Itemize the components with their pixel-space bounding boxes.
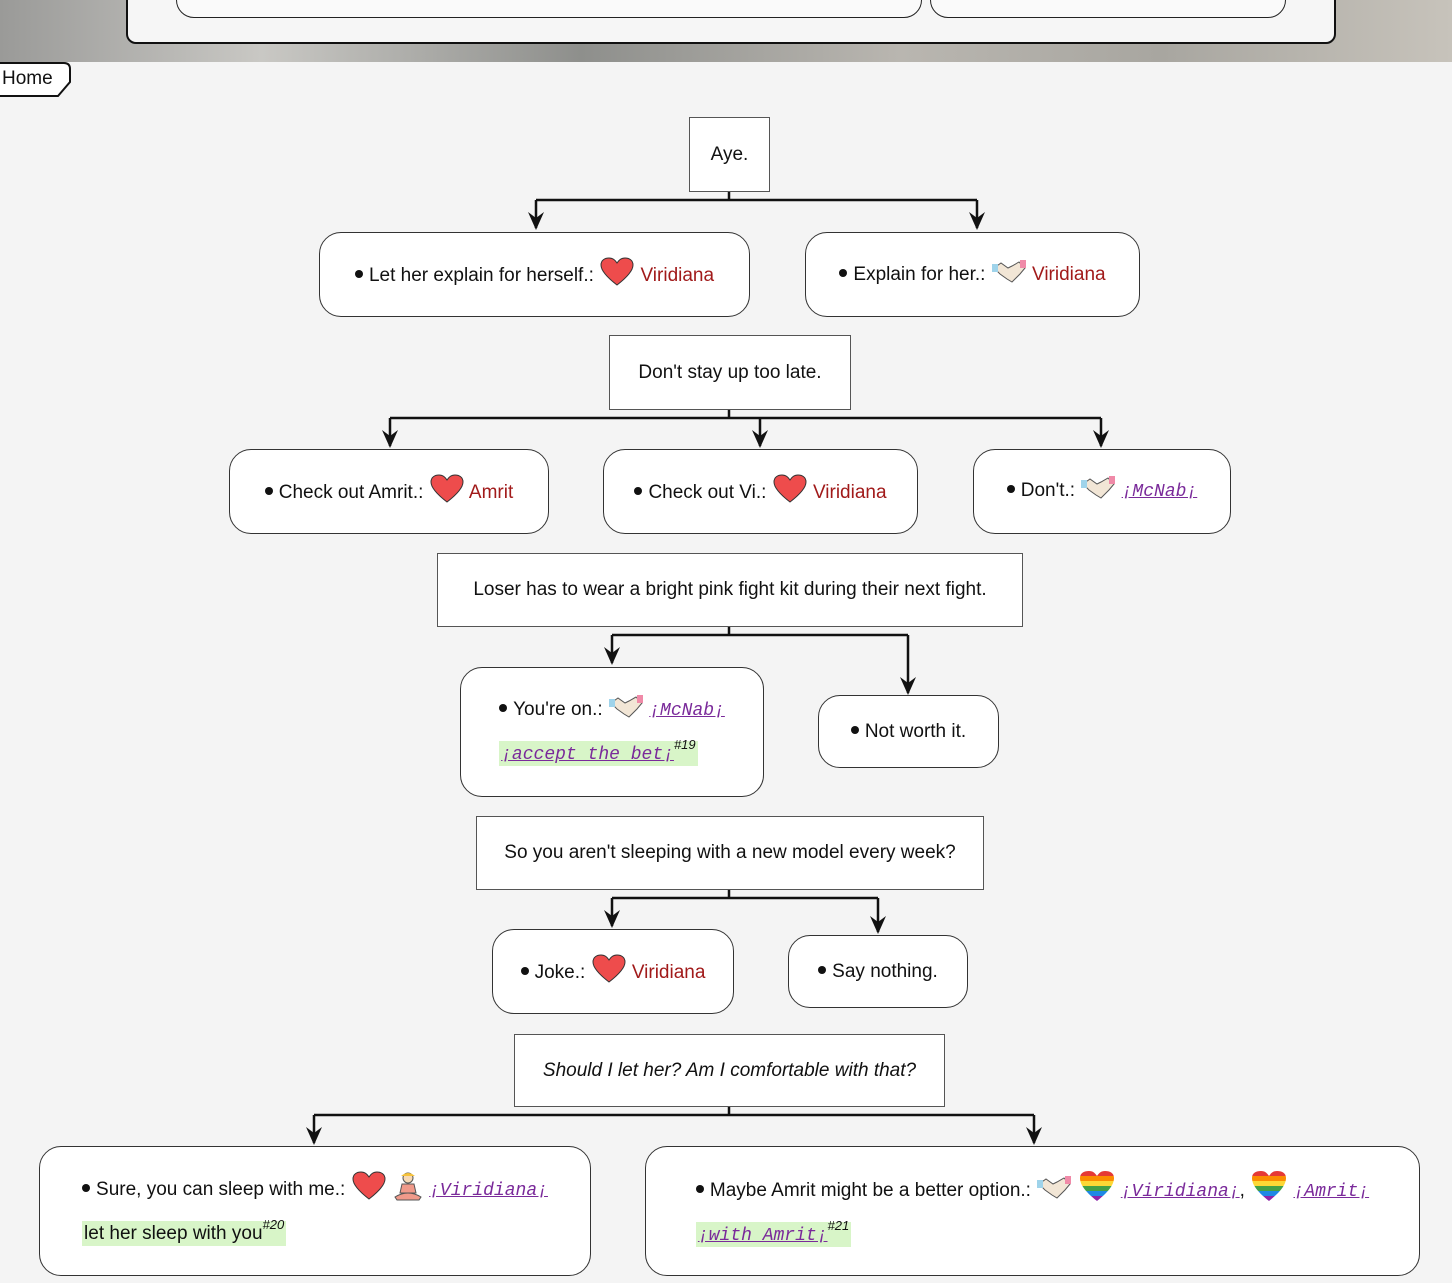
- dialogue-node-1: Aye.: [689, 117, 770, 192]
- dialogue-text: Should I let her? Am I comfortable with …: [542, 1059, 917, 1081]
- home-tab-shape: [0, 62, 71, 97]
- arrowhead: [1093, 430, 1109, 448]
- flag-tag: let her sleep with you#20: [82, 1217, 287, 1246]
- heart-icon: [430, 473, 464, 503]
- choice-text: Check out Amrit.:: [278, 481, 424, 503]
- meditating-person-icon: [394, 1172, 422, 1201]
- character-link[interactable]: ¡Amrit¡: [1293, 1181, 1370, 1202]
- character-name: Viridiana: [812, 481, 887, 503]
- choice-text: Sure, you can sleep with me.:: [96, 1179, 346, 1200]
- handshake-icon: [608, 694, 643, 718]
- footnote-ref: #20: [262, 1217, 285, 1232]
- arrowhead: [604, 647, 620, 665]
- dialogue-node-5: Should I let her? Am I comfortable with …: [514, 1034, 945, 1107]
- bullet: [695, 1184, 704, 1193]
- choice-option[interactable]: Sure, you can sleep with me.: ¡Viridiana…: [39, 1146, 591, 1276]
- heart-icon: [600, 256, 634, 286]
- choice-text: Maybe Amrit might be a better option.:: [709, 1179, 1031, 1201]
- handshake-icon: [991, 259, 1026, 283]
- choice-text: You're on.:: [513, 698, 603, 720]
- flag-tag: ¡with Amrit¡#21: [695, 1218, 852, 1247]
- rainbow-heart-icon: [1252, 1170, 1287, 1201]
- choice-option[interactable]: Joke.: Viridiana: [492, 929, 734, 1014]
- bullet: [634, 486, 643, 495]
- separator: ,: [1239, 1179, 1245, 1201]
- heart-icon: [592, 953, 626, 983]
- arrowhead: [528, 212, 544, 230]
- bullet: [839, 268, 848, 277]
- bullet: [818, 965, 827, 974]
- bullet: [520, 966, 529, 975]
- arrowhead: [306, 1127, 322, 1145]
- connector-5: [312, 1107, 1036, 1143]
- choice-text: Don't.:: [1020, 480, 1076, 501]
- choice-option[interactable]: Not worth it.: [818, 695, 999, 768]
- bullet: [850, 725, 859, 734]
- choice-text: Joke.:: [534, 961, 586, 983]
- choice-text: Not worth it.: [864, 720, 967, 742]
- character-link[interactable]: ¡Viridiana¡: [429, 1181, 548, 1201]
- arrowhead: [870, 916, 886, 934]
- home-tab-label: Home: [2, 68, 53, 89]
- flag-text: let her sleep with you: [84, 1223, 263, 1244]
- character-name: Viridiana: [640, 264, 715, 286]
- choice-text: Say nothing.: [832, 960, 938, 982]
- character-link[interactable]: ¡McNab¡: [1121, 482, 1198, 502]
- choice-text: Check out Vi.:: [648, 481, 767, 503]
- handshake-icon: [1037, 1175, 1072, 1199]
- character-name: Viridiana: [1032, 263, 1106, 285]
- connector-1: [534, 192, 979, 228]
- heart-icon: [352, 1171, 386, 1200]
- choice-option[interactable]: Let her explain for herself.: Viridiana: [319, 232, 750, 317]
- flag-link[interactable]: ¡with Amrit¡: [697, 1225, 828, 1246]
- dialogue-node-3: Loser has to wear a bright pink fight ki…: [437, 553, 1023, 627]
- choice-option[interactable]: You're on.: ¡McNab¡ ¡accept the bet¡#19: [460, 667, 764, 797]
- arrowhead: [752, 430, 768, 448]
- choice-option[interactable]: Maybe Amrit might be a better option.: ¡…: [645, 1146, 1420, 1276]
- arrowhead: [969, 212, 985, 230]
- connector-2: [388, 410, 1103, 446]
- bullet: [82, 1184, 91, 1192]
- flag-link[interactable]: ¡accept the bet¡: [501, 744, 674, 765]
- bullet: [354, 269, 363, 278]
- footnote-ref: #19: [673, 736, 696, 752]
- arrowhead: [900, 677, 916, 695]
- connector-4: [610, 890, 880, 932]
- bullet: [499, 703, 508, 712]
- flag-tag: ¡accept the bet¡#19: [499, 737, 698, 766]
- arrowhead: [1026, 1127, 1042, 1145]
- choice-option[interactable]: Say nothing.: [788, 935, 968, 1008]
- choice-text: Explain for her.:: [853, 263, 986, 285]
- arrowhead: [382, 430, 398, 448]
- dialogue-node-2: Don't stay up too late.: [609, 335, 851, 410]
- character-link[interactable]: ¡Viridiana¡: [1120, 1181, 1240, 1202]
- choice-option[interactable]: Check out Amrit.: Amrit: [229, 449, 549, 534]
- character-link[interactable]: ¡McNab¡: [649, 700, 725, 721]
- heart-icon: [773, 473, 807, 503]
- choice-option[interactable]: Don't.: ¡McNab¡: [973, 449, 1231, 534]
- dialogue-text: Loser has to wear a bright pink fight ki…: [473, 579, 987, 600]
- arrowhead: [604, 910, 620, 928]
- dialogue-text: So you aren't sleeping with a new model …: [504, 842, 956, 863]
- dialogue-node-4: So you aren't sleeping with a new model …: [476, 816, 984, 890]
- connector-3: [610, 627, 910, 693]
- bullet: [264, 486, 273, 495]
- character-name: Amrit: [468, 481, 514, 503]
- choice-text: Let her explain for herself.:: [368, 264, 594, 286]
- dialogue-text: Don't stay up too late.: [638, 361, 822, 383]
- rainbow-heart-icon: [1079, 1170, 1114, 1201]
- choice-option[interactable]: Check out Vi.: Viridiana: [603, 449, 918, 534]
- choice-option[interactable]: Explain for her.: Viridiana: [805, 232, 1140, 317]
- bullet: [1006, 485, 1015, 493]
- header-banner: [0, 0, 1452, 62]
- search-panel: [126, 0, 1336, 44]
- character-name: Viridiana: [631, 961, 706, 983]
- footnote-ref: #21: [827, 1217, 850, 1233]
- handshake-icon: [1081, 476, 1116, 499]
- dialogue-text: Aye.: [710, 143, 749, 165]
